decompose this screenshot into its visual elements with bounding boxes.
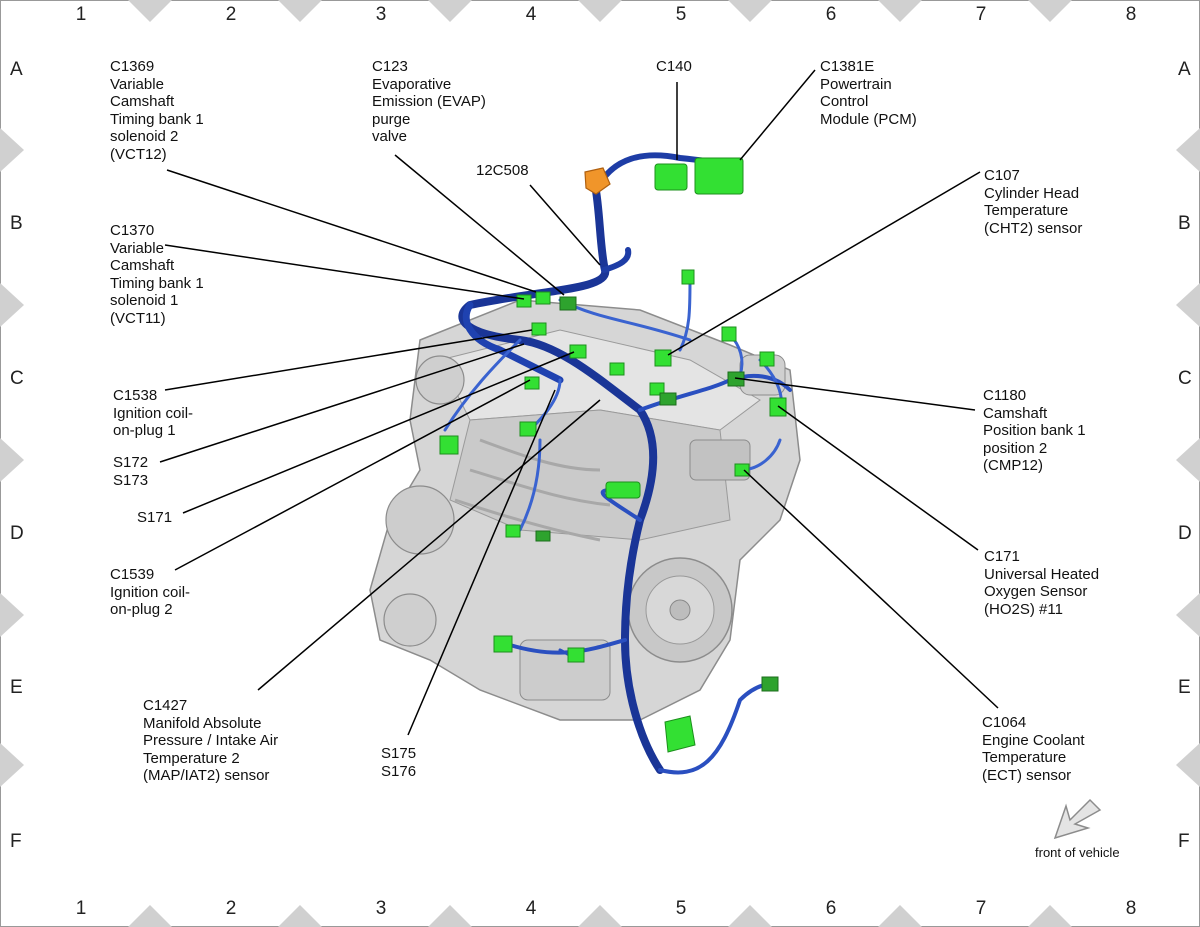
grid-col-4-top: 4 (525, 4, 537, 25)
grid-row-b-left: B (10, 213, 23, 234)
grid-row-f-right: F (1178, 831, 1190, 852)
callout-c123: C123 Evaporative Emission (EVAP) purge v… (372, 58, 486, 145)
grid-col-4-bottom: 4 (525, 898, 537, 919)
leader-lines (159, 69, 999, 736)
grid-col-8-top: 8 (1125, 4, 1137, 25)
connectors (439, 157, 787, 753)
grid-col-8-bottom: 8 (1125, 898, 1137, 919)
grid-col-5-top: 5 (675, 4, 687, 25)
grid-col-6-top: 6 (825, 4, 837, 25)
callout-s172-s173: S172 S173 (113, 454, 149, 489)
grid-row-e-right: E (1178, 677, 1191, 698)
front-of-vehicle-label: front of vehicle (1035, 845, 1120, 860)
grid-row-d-left: D (10, 523, 24, 544)
callout-s171: S171 (137, 509, 173, 526)
callout-c1538: C1538 Ignition coil- on-plug 1 (113, 387, 194, 439)
callout-c1539: C1539 Ignition coil- on-plug 2 (110, 566, 191, 618)
callout-c140: C140 (656, 58, 692, 75)
grid-row-f-left: F (10, 831, 22, 852)
grid-row-a-right: A (1178, 59, 1191, 80)
connector-c1381e (694, 157, 744, 195)
grid-col-1-bottom: 1 (75, 898, 87, 919)
engine-illustration (369, 299, 801, 721)
callout-c1064: C1064 Engine Coolant Temperature (ECT) s… (982, 714, 1085, 784)
grid-col-3-bottom: 3 (375, 898, 387, 919)
grid-row-c-left: C (10, 368, 24, 389)
grid-col-6-bottom: 6 (825, 898, 837, 919)
grid-col-5-bottom: 5 (675, 898, 687, 919)
grid-col-7-bottom: 7 (975, 898, 987, 919)
callout-s175-s176: S175 S176 (381, 745, 417, 780)
grid-col-3-top: 3 (375, 4, 387, 25)
callout-c107: C107 Cylinder Head Temperature (CHT2) se… (984, 167, 1083, 237)
callout-c1180: C1180 Camshaft Position bank 1 position … (983, 387, 1086, 474)
grid-row-d-right: D (1178, 523, 1192, 544)
connector-c140 (654, 163, 688, 191)
grid-col-1-top: 1 (75, 4, 87, 25)
callout-c1381e: C1381E Powertrain Control Module (PCM) (820, 58, 917, 128)
grid-row-b-right: B (1178, 213, 1191, 234)
callout-c1370: C1370 Variable Camshaft Timing bank 1 so… (110, 222, 204, 327)
callout-c1369: C1369 Variable Camshaft Timing bank 1 so… (110, 58, 204, 163)
front-of-vehicle-arrow-icon (1053, 798, 1102, 840)
callout-c1427: C1427 Manifold Absolute Pressure / Intak… (143, 697, 279, 784)
grid-row-a-left: A (10, 59, 23, 80)
grid-col-2-bottom: 2 (225, 898, 237, 919)
pcm-harness-connector (584, 167, 611, 195)
grid-row-c-right: C (1178, 368, 1192, 389)
grid-col-7-top: 7 (975, 4, 987, 25)
grid-col-2-top: 2 (225, 4, 237, 25)
callout-c171: C171 Universal Heated Oxygen Sensor (HO2… (984, 548, 1100, 618)
callout-12c508: 12C508 (476, 162, 529, 179)
grid-row-e-left: E (10, 677, 23, 698)
